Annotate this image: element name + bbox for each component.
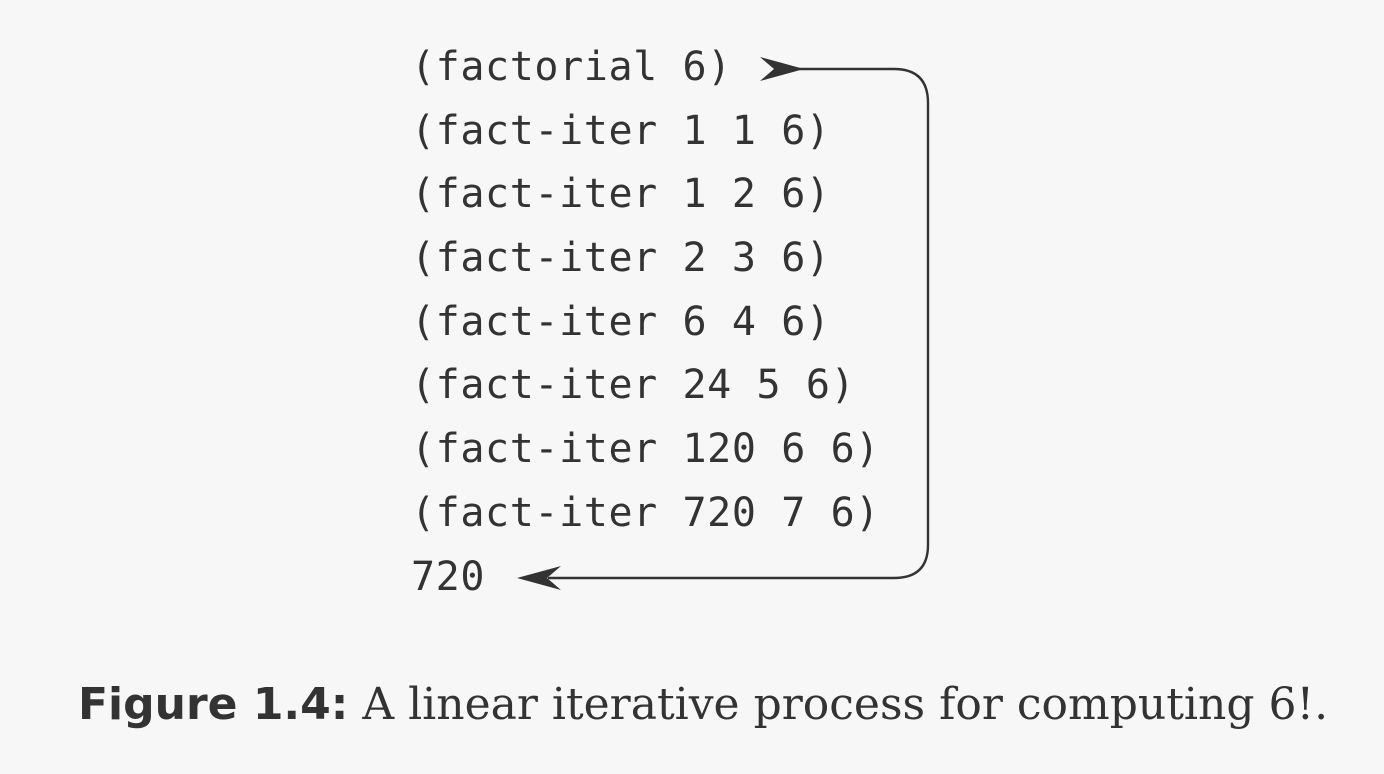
trace-line-step-2: (fact-iter 1 2 6)	[411, 171, 831, 218]
trace-line-step-4: (fact-iter 6 4 6)	[411, 298, 831, 345]
caption-label: Figure 1.4:	[78, 679, 349, 730]
trace-line-step-6: (fact-iter 120 6 6)	[411, 426, 880, 473]
trace-line-result: 720	[411, 553, 486, 600]
figure-caption: Figure 1.4: A linear iterative process f…	[78, 672, 1328, 738]
trace-line-step-5: (fact-iter 24 5 6)	[411, 362, 856, 409]
trace-line-step-7: (fact-iter 720 7 6)	[411, 489, 880, 536]
trace-line-step-3: (fact-iter 2 3 6)	[411, 235, 831, 282]
trace-line-step-1: (fact-iter 1 1 6)	[411, 107, 831, 154]
trace-line-factorial-call: (factorial 6)	[411, 44, 732, 90]
process-trace: (factorial 6) (fact-iter 1 1 6) (fact-it…	[411, 36, 880, 609]
caption-text: A linear iterative process for computing…	[348, 679, 1329, 730]
